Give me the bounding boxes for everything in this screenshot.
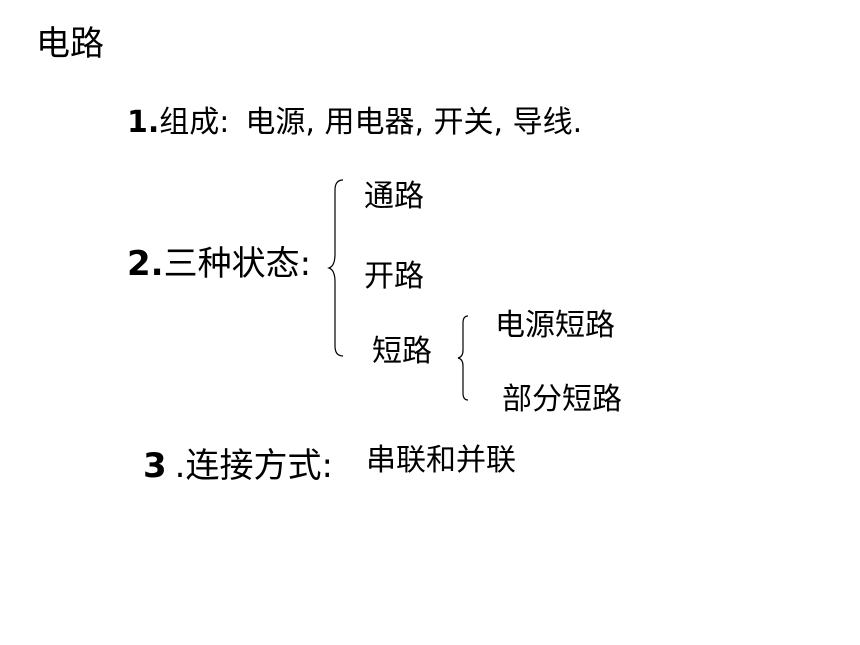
- state-short-circuit: 短路: [372, 334, 432, 369]
- item-2-label: 三种状态:: [163, 244, 312, 284]
- composition-line: 1.组成: 电源, 用电器, 开关, 导线.: [127, 108, 582, 138]
- connection-line: 3.连接方式:: [143, 449, 333, 483]
- item-1-content: 电源, 用电器, 开关, 导线.: [245, 105, 583, 140]
- short-type-power-source: 电源短路: [495, 308, 615, 343]
- page-title: 电路: [36, 24, 104, 64]
- item-3-label: .连接方式:: [174, 446, 333, 486]
- item-3-number: 3: [143, 446, 167, 486]
- state-closed-circuit: 通路: [364, 179, 424, 214]
- states-line: 2.三种状态:: [127, 247, 311, 281]
- item-3-content: 串联和并联: [366, 443, 516, 478]
- item-2-number: 2.: [127, 244, 164, 284]
- state-open-circuit: 开路: [364, 259, 424, 294]
- item-1-label: 组成:: [159, 105, 230, 140]
- states-brace: [327, 179, 344, 357]
- item-1-number: 1.: [127, 105, 160, 140]
- short-type-partial: 部分短路: [502, 382, 622, 417]
- short-circuit-brace: [457, 315, 469, 401]
